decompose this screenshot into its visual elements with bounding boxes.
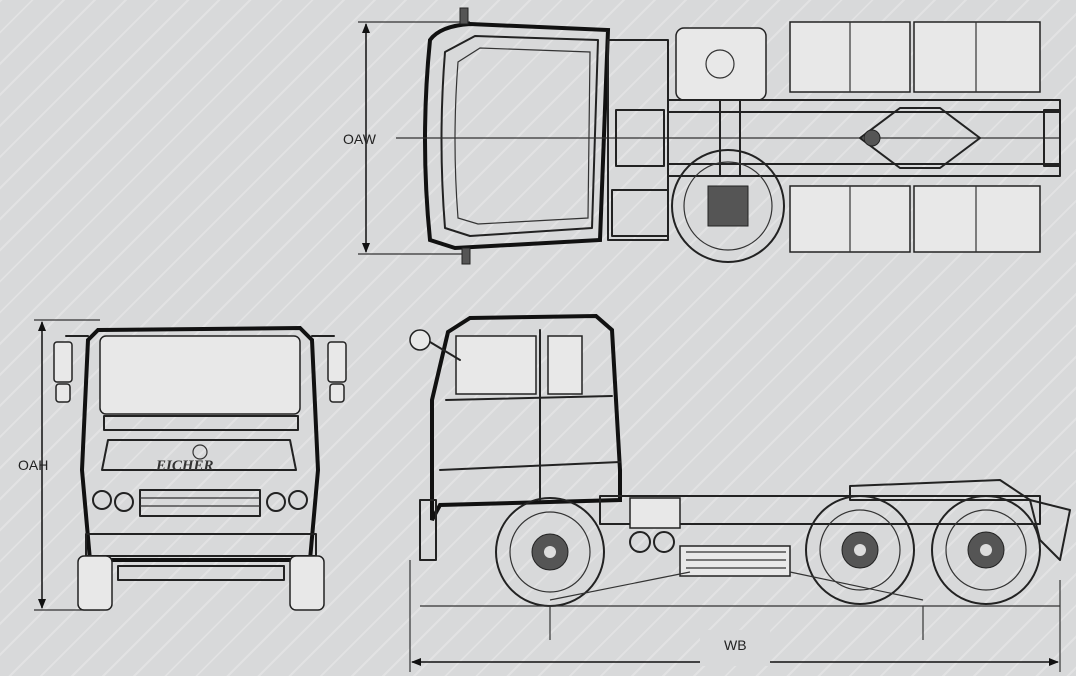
cab-roof-inner (440, 35, 599, 237)
brand-emblem: EICHER (155, 458, 214, 474)
fuel-tank-side (679, 545, 791, 577)
chassis-frame-side (599, 495, 1041, 525)
front-wheel-top-view-inner (683, 161, 773, 251)
front-axle (117, 565, 285, 581)
fuel-cap (705, 49, 735, 79)
cab-roof-outline (423, 21, 611, 251)
front-bumper-side (419, 499, 437, 561)
wb-label: WB (724, 637, 747, 653)
mirror-top-right (461, 247, 471, 265)
headlamp-right-1 (266, 492, 286, 512)
air-cleaner (615, 109, 665, 167)
mirror-top-left (459, 7, 469, 25)
wb-leader-2 (789, 571, 924, 601)
oaw-label: OAW (343, 131, 377, 147)
rear-cab-window (547, 335, 583, 395)
oah-label: OAH (18, 457, 48, 473)
front-wheel-side (495, 497, 605, 607)
top-view: OAW (343, 7, 1061, 265)
cab-lower-line (439, 461, 621, 471)
differential-housing (859, 107, 981, 169)
sun-visor-strip (103, 415, 299, 431)
wb-dimension: WB (409, 560, 1061, 672)
rear-mudflap (1029, 499, 1071, 561)
headlamp-left-2 (114, 492, 134, 512)
cab-belt-line (445, 395, 613, 401)
rear-wheel-lower-2 (913, 185, 1041, 253)
rear-wheel-side-1 (805, 495, 915, 605)
front-grille-lower (139, 489, 261, 517)
mirror-right-lower (329, 383, 345, 403)
front-wheel-left (77, 555, 113, 611)
chassis-rail-lower (667, 163, 1061, 177)
rear-wheel-side-2 (931, 495, 1041, 605)
mirror-left-lower (55, 383, 71, 403)
air-tank-2 (653, 531, 675, 553)
propshaft-joint (863, 129, 881, 147)
air-tank-1 (629, 531, 651, 553)
battery-box-side (629, 497, 681, 529)
side-mirror (409, 329, 431, 351)
front-hub-top-view (707, 185, 749, 227)
battery-box (611, 189, 669, 237)
chassis-rail-upper (667, 99, 1061, 113)
side-mirror-arm (429, 341, 461, 361)
fuel-tank-top (675, 27, 767, 101)
logo-badge-icon (192, 444, 208, 460)
wb-label-backdrop (700, 630, 770, 666)
wb-leader-1 (549, 571, 691, 601)
mirror-left (53, 341, 73, 383)
front-wheel-right (289, 555, 325, 611)
mirror-right (327, 341, 347, 383)
cab-roof-panel (454, 47, 591, 225)
front-wheel-top-view (671, 149, 785, 263)
rear-crossmember (1043, 109, 1061, 167)
front-view: OAH EICHER (18, 319, 347, 611)
grille (101, 439, 297, 471)
headlamp-left-1 (92, 490, 112, 510)
engine-bay (607, 39, 669, 241)
windshield (99, 335, 301, 415)
side-view (409, 313, 1071, 607)
side-window (455, 335, 537, 395)
rear-wheel-upper-2 (913, 21, 1041, 93)
front-bumper (85, 533, 317, 557)
headlamp-right-2 (288, 490, 308, 510)
